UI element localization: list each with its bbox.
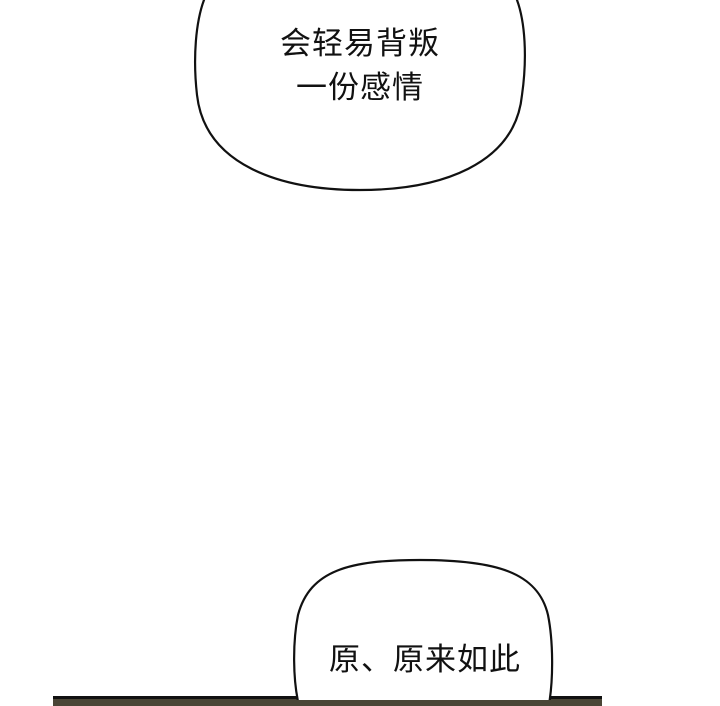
bottom-speech-bubble	[293, 558, 554, 700]
top-speech-bubble	[194, 0, 526, 192]
top-bubble-line-1: 会轻易背叛	[280, 26, 440, 62]
bottom-bubble-line-1: 原、原来如此	[329, 642, 521, 678]
bottom-bubble-text: 原、原来如此	[300, 638, 550, 682]
top-bubble-line-2: 一份感情	[296, 70, 424, 106]
top-bubble-text: 会轻易背叛 一份感情	[240, 22, 480, 110]
